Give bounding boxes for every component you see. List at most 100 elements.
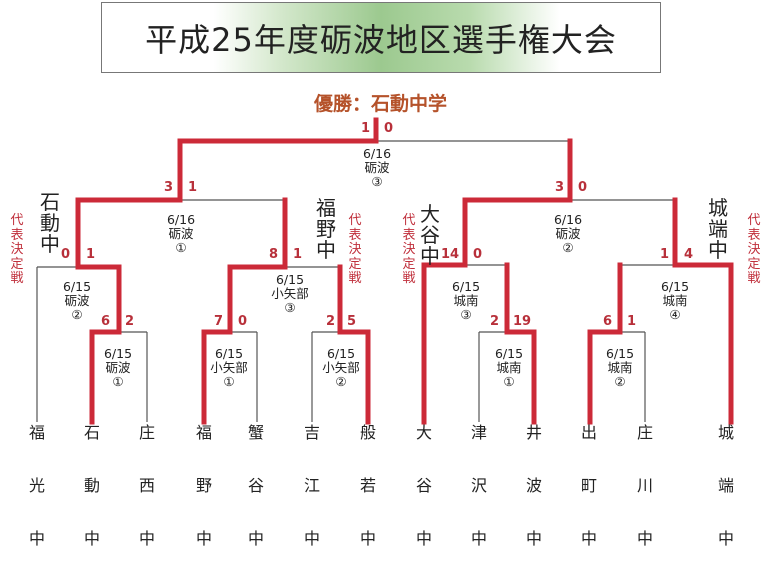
team-name: 庄西中 [135, 421, 159, 580]
team-name-char: 中 [28, 529, 45, 548]
team-name-char: 吉 [303, 423, 320, 442]
representative-label: 代表決定戦 [401, 213, 417, 287]
match-info-r1-demachi: 6/15 城南 ② [585, 347, 655, 389]
team-name-char: 蟹 [247, 423, 264, 442]
team-name-char: 中 [415, 529, 432, 548]
representative-label-char: 戦 [402, 271, 416, 286]
match-court: ③ [284, 300, 296, 315]
score-semi-left-right: 1 [188, 180, 198, 195]
match-info-final: 6/16 砺波 ③ [342, 147, 412, 189]
match-venue: 砺波 [105, 360, 131, 375]
team-name-char: 福 [28, 423, 45, 442]
match-date: 6/15 [103, 346, 133, 361]
representative-label-char: 戦 [348, 271, 362, 286]
score-r2-otani-left: 14 [441, 247, 460, 262]
match-venue: 砺波 [168, 226, 194, 241]
team-name-char: 中 [247, 529, 264, 548]
team-name-char: 端 [717, 476, 734, 495]
representative-label-char: 決 [747, 242, 761, 257]
representative-label-char: 決 [402, 242, 416, 257]
score-r2-johana-right: 4 [684, 247, 694, 262]
team-name-char: 谷 [247, 476, 264, 495]
score-final-left: 1 [361, 121, 371, 136]
match-info-semi-left: 6/16 砺波 ① [146, 213, 216, 255]
representative-label: 代表決定戦 [347, 213, 363, 287]
team-name-char: 波 [525, 476, 542, 495]
match-court: ① [175, 240, 187, 255]
team-name: 石動中 [80, 421, 104, 580]
team-name-char: 中 [470, 529, 487, 548]
score-r2-ishido-right: 1 [86, 247, 96, 262]
bracket-lines [36, 117, 734, 425]
team-name-char: 般 [359, 423, 376, 442]
representative-label-char: 表 [747, 227, 761, 243]
team-name-char: 石 [83, 423, 100, 442]
qualifier-name-char: 大 [420, 202, 440, 226]
match-venue: 小矢部 [210, 360, 248, 375]
match-venue: 小矢部 [322, 360, 360, 375]
match-venue: 砺波 [364, 160, 390, 175]
representative-label-char: 表 [402, 227, 416, 243]
title-banner: 平成25年度砺波地区選手権大会 [101, 2, 661, 73]
score-r1-fukuno-right: 0 [238, 314, 248, 329]
score-r1-inami-left: 2 [490, 314, 500, 329]
match-venue: 城南 [607, 360, 633, 375]
match-court: ② [71, 307, 83, 322]
match-court: ② [335, 374, 347, 389]
team-name: 大谷中 [412, 421, 436, 580]
qualifier-name-char: 中 [708, 238, 728, 262]
team-name-char: 中 [83, 529, 100, 548]
team-name: 福光中 [25, 421, 49, 580]
team-name-char: 井 [525, 423, 542, 442]
score-final-right: 0 [384, 121, 394, 136]
representative-label-char: 代 [747, 213, 761, 228]
team-name-char: 野 [195, 476, 212, 495]
team-name-char: 中 [138, 529, 155, 548]
qualifier-name-char: 端 [708, 217, 728, 241]
match-info-r1-hannya: 6/15 小矢部 ② [306, 347, 376, 389]
qualifier-name-char: 谷 [420, 223, 440, 247]
team-name-char: 大 [415, 423, 432, 442]
score-r2-johana-left: 1 [660, 247, 670, 262]
team-name-char: 光 [28, 476, 45, 495]
score-semi-right-right: 0 [578, 180, 588, 195]
team-name: 出町中 [577, 421, 601, 580]
team-name-char: 津 [470, 423, 487, 442]
score-semi-left-left: 3 [164, 180, 174, 195]
representative-label-char: 定 [10, 256, 24, 272]
score-r1-inami-right: 19 [513, 314, 532, 329]
score-r1-ishido-right: 2 [125, 314, 135, 329]
score-r1-fukuno-left: 7 [214, 314, 224, 329]
team-name-char: 庄 [138, 423, 155, 442]
team-name-char: 谷 [415, 476, 432, 495]
qualifier-fukuno: 福野中 [315, 198, 337, 261]
qualifier-name-char: 中 [420, 244, 440, 268]
match-court: ① [112, 374, 124, 389]
match-date: 6/16 [553, 212, 583, 227]
match-venue: 砺波 [555, 226, 581, 241]
representative-label: 代表決定戦 [9, 213, 25, 287]
match-court: ② [562, 240, 574, 255]
team-name-char: 沢 [470, 476, 487, 495]
team-name-char: 若 [359, 476, 376, 495]
team-name-char: 町 [580, 476, 597, 495]
team-name: 蟹谷中 [244, 421, 268, 580]
representative-label-char: 決 [10, 242, 24, 257]
team-name-char: 福 [195, 423, 212, 442]
match-court: ① [503, 374, 515, 389]
qualifier-name-char: 中 [316, 238, 336, 262]
team-name-char: 出 [580, 423, 597, 442]
team-name-char: 西 [138, 476, 155, 495]
match-court: ② [614, 374, 626, 389]
representative-label-char: 定 [402, 256, 416, 272]
representative-label: 代表決定戦 [746, 213, 761, 287]
qualifier-name-char: 石 [40, 190, 60, 214]
team-name-char: 庄 [636, 423, 653, 442]
match-date: 6/15 [605, 346, 635, 361]
team-name-char: 江 [303, 476, 320, 495]
score-r1-hannya-right: 5 [347, 314, 357, 329]
score-r2-fukuno-right: 1 [293, 247, 303, 262]
team-name-char: 城 [717, 423, 734, 442]
match-court: ③ [460, 307, 472, 322]
qualifier-johana: 城端中 [707, 198, 729, 261]
